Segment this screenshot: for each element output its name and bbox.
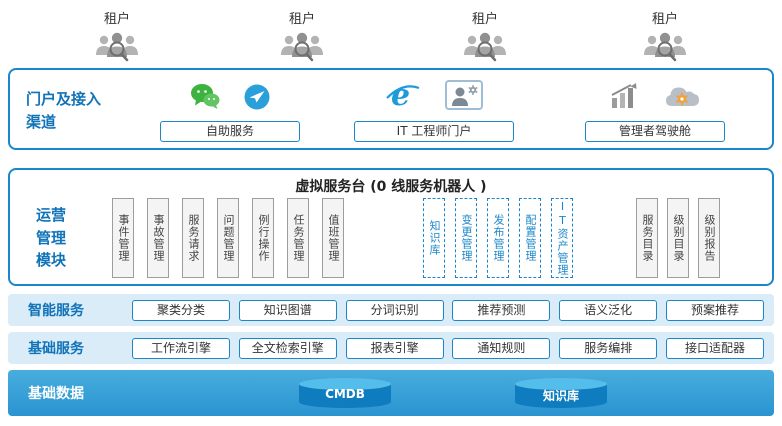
pill-clustering: 聚类分类 [132, 299, 230, 321]
ops-label-line1: 运营 [36, 206, 67, 224]
pill-plan-recommendation: 预案推荐 [665, 299, 764, 321]
paper-plane-icon [244, 84, 270, 114]
module-box-knowledgebase: 知识库 [423, 198, 445, 278]
module-box-task: 任务管理 [287, 198, 309, 278]
users-group-magnifier-icon [93, 32, 141, 67]
channel-icons: e [354, 76, 514, 114]
pill-report-engine: 报表引擎 [345, 337, 444, 359]
pill-interface-adapter: 接口适配器 [666, 337, 764, 359]
tenant-label: 租户 [288, 12, 315, 27]
module-box-level-report: 级别报告 [698, 198, 720, 278]
tenant-label: 租户 [651, 12, 678, 27]
tenant-group: 租户 [81, 8, 153, 67]
pill-notification-rules: 通知规则 [452, 337, 551, 359]
operations-section: 虚拟服务台 (0 线服务机器人 ) 运营 管理 模块 事件管理 事故管理 服务请… [8, 168, 774, 286]
manager-cockpit-pill: 管理者驾驶舱 [585, 121, 725, 142]
virtual-servicedesk-title: 虚拟服务台 (0 线服务机器人 ) [295, 179, 487, 195]
module-box-duty: 值班管理 [322, 198, 344, 278]
wechat-icon [190, 83, 220, 114]
tenant-group: 租户 [449, 8, 521, 67]
process-modules-group: 事件管理 事故管理 服务请求 问题管理 例行操作 任务管理 值班管理 [112, 198, 344, 278]
users-group-magnifier-icon [461, 32, 509, 67]
module-box-service-catalog: 服务目录 [636, 198, 658, 278]
pill-service-orchestration: 服务编排 [559, 337, 658, 359]
engineer-gear-icon [445, 80, 483, 114]
basic-services-items: 工作流引擎 全文检索引擎 报表引擎 通知规则 服务编排 接口适配器 [132, 332, 764, 364]
module-box-configuration: 配置管理 [519, 198, 541, 278]
channel-self-service: 自助服务 [160, 70, 300, 142]
portal-label-line2: 渠道 [26, 113, 57, 132]
cmdb-database-label: CMDB [325, 387, 365, 401]
basic-data-band: 基础数据 CMDB 知识库 [8, 370, 774, 416]
intelligent-services-items: 聚类分类 知识图谱 分词识别 推荐预测 语义泛化 预案推荐 [132, 294, 764, 326]
knowledgebase-database-label: 知识库 [542, 389, 579, 403]
module-box-change: 变更管理 [455, 198, 477, 278]
dashed-modules-group: 知识库 变更管理 发布管理 配置管理 IT资产管理 [423, 198, 573, 278]
ie-browser-icon: e [385, 78, 421, 114]
channel-it-engineer-portal: e IT 工程师门户 [354, 70, 514, 142]
portal-label-line1: 门户及接入 [26, 90, 102, 108]
portal-section: 门户及接入 渠道 自助服务 e IT 工程师门户 管理者驾驶舱 [8, 68, 774, 150]
operations-section-label: 运营 管理 模块 [36, 204, 66, 272]
users-group-magnifier-icon [641, 32, 689, 67]
module-box-routine-ops: 例行操作 [252, 198, 274, 278]
basic-services-band: 基础服务 工作流引擎 全文检索引擎 报表引擎 通知规则 服务编排 接口适配器 [8, 332, 774, 364]
module-box-problem: 问题管理 [217, 198, 239, 278]
intelligent-services-label: 智能服务 [28, 303, 84, 319]
pill-workflow-engine: 工作流引擎 [132, 337, 230, 359]
tenant-label: 租户 [103, 12, 130, 27]
ops-label-line2: 管理 [36, 228, 67, 247]
basic-services-label: 基础服务 [28, 341, 84, 357]
tenant-group: 租户 [266, 8, 338, 67]
module-box-service-request: 服务请求 [182, 198, 204, 278]
tenant-group: 租户 [629, 8, 701, 67]
module-box-accident: 事故管理 [147, 198, 169, 278]
channel-manager-cockpit: 管理者驾驶舱 [585, 70, 725, 142]
knowledgebase-database-icon: 知识库 [513, 377, 609, 409]
pill-recommendation: 推荐预测 [452, 299, 551, 321]
module-box-release: 发布管理 [487, 198, 509, 278]
channel-icons [585, 76, 725, 114]
self-service-pill: 自助服务 [160, 121, 300, 142]
pill-knowledge-graph: 知识图谱 [238, 299, 337, 321]
it-engineer-portal-pill: IT 工程师门户 [354, 121, 514, 142]
module-box-level-catalog: 级别目录 [667, 198, 689, 278]
pill-semantic-generalization: 语义泛化 [559, 299, 658, 321]
module-box-incident: 事件管理 [112, 198, 134, 278]
pill-fulltext-search-engine: 全文检索引擎 [238, 337, 337, 359]
cmdb-database-icon: CMDB [297, 377, 393, 409]
svg-text:e: e [391, 78, 410, 110]
bar-chart-icon [609, 82, 639, 114]
users-group-magnifier-icon [278, 32, 326, 67]
ops-label-line3: 模块 [36, 251, 67, 269]
portal-section-label: 门户及接入 渠道 [26, 88, 101, 135]
report-modules-group: 服务目录 级别目录 级别报告 [636, 198, 720, 278]
basic-data-label: 基础数据 [28, 386, 84, 402]
tenant-label: 租户 [471, 12, 498, 27]
channel-icons [160, 76, 300, 114]
intelligent-services-band: 智能服务 聚类分类 知识图谱 分词识别 推荐预测 语义泛化 预案推荐 [8, 294, 774, 326]
cloud-gear-icon [663, 82, 701, 114]
module-box-it-asset: IT资产管理 [551, 198, 573, 278]
pill-word-segmentation: 分词识别 [345, 299, 444, 321]
